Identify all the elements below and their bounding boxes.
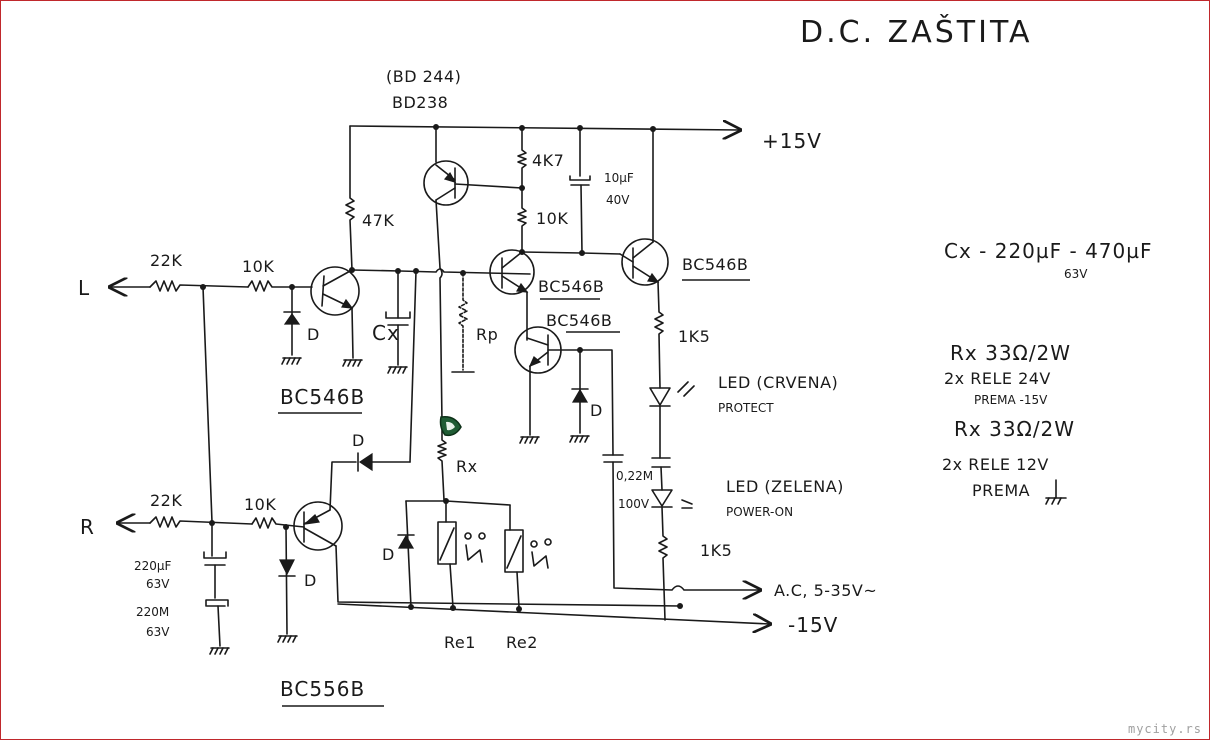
- resistor-47k-label: 47K: [362, 211, 394, 230]
- resistor-rp: [451, 272, 475, 373]
- input-left-label: L: [78, 276, 90, 300]
- diode-label-4: D: [304, 571, 317, 590]
- note-relay-12v: 2x RELE 12V: [942, 455, 1049, 474]
- transistor-q3: [514, 326, 614, 456]
- diode-label-5: D: [382, 545, 395, 564]
- c220a-value: 220µF: [134, 559, 172, 573]
- note-prema-1: PREMA -15V: [974, 393, 1048, 407]
- resistor-4k7-label: 4K7: [532, 151, 564, 170]
- divider-4k7-10k: [517, 127, 621, 256]
- q1-label: BC546B: [280, 385, 365, 409]
- left-input-chain: [110, 281, 313, 523]
- resistor-10k-mid-label: 10K: [536, 209, 568, 228]
- led-chain: [649, 281, 695, 621]
- rp-label: Rp: [476, 325, 498, 344]
- c220a-voltage: 63V: [146, 577, 170, 591]
- capacitor-022: [602, 454, 760, 590]
- transistor-q4: [619, 128, 669, 286]
- q3-label: BC546B: [546, 311, 612, 330]
- diode-label-2: D: [590, 401, 603, 420]
- c022-voltage: 100V: [618, 497, 650, 511]
- input-right-label: R: [80, 515, 95, 539]
- ground-symbol-note: [1045, 479, 1067, 505]
- c220b-voltage: 63V: [146, 625, 170, 639]
- note-rx-1: Rx 33Ω/2W: [950, 341, 1071, 365]
- c10uf-voltage: 40V: [606, 193, 630, 207]
- negative-rail: [337, 603, 770, 624]
- led-green-function: POWER-ON: [726, 505, 793, 519]
- note-rx-2: Rx 33Ω/2W: [954, 417, 1075, 441]
- transistor-q1: [310, 266, 363, 367]
- negative-supply-label: -15V: [788, 613, 838, 637]
- q5-label: BC556B: [280, 677, 365, 701]
- resistor-22k-left-label: 22K: [150, 251, 182, 270]
- resistor-47k: [345, 125, 355, 271]
- transistor-bd238: [423, 126, 523, 423]
- relay-2-label: Re2: [506, 633, 538, 652]
- positive-supply-label: +15V: [762, 129, 822, 153]
- title: D.C. ZAŠTITA: [800, 13, 1032, 50]
- led-red-function: PROTECT: [718, 401, 774, 415]
- c220b-value: 220M: [136, 605, 169, 619]
- resistor-10k-left-label: 10K: [242, 257, 274, 276]
- transistor-q2: [489, 249, 535, 341]
- relay-1-label: Re1: [444, 633, 476, 652]
- relay-section: [397, 421, 552, 612]
- q2-label: BC546B: [538, 277, 604, 296]
- capacitor-10uf: [569, 127, 591, 254]
- cursor-icon: [439, 415, 462, 437]
- led-green-label: LED (ZELENA): [726, 477, 844, 496]
- bd244-label: (BD 244): [386, 67, 461, 86]
- diode-label-3: D: [352, 431, 365, 450]
- note-cx-range: Cx - 220µF - 470µF: [944, 239, 1152, 263]
- transistor-q5: [293, 452, 683, 609]
- watermark: mycity.rs: [1127, 722, 1202, 736]
- rx-label: Rx: [456, 457, 478, 476]
- bd238-label: BD238: [392, 93, 448, 112]
- ac-input-label: A.C, 5-35V~: [774, 581, 877, 600]
- note-relay-24v: 2x RELE 24V: [944, 369, 1051, 388]
- resistor-22k-right-label: 22K: [150, 491, 182, 510]
- cx-label: Cx: [372, 321, 400, 345]
- resistor-1k5-bottom-label: 1K5: [700, 541, 732, 560]
- diode-label-1: D: [307, 325, 320, 344]
- resistor-10k-right-label: 10K: [244, 495, 276, 514]
- led-red-label: LED (CRVENA): [718, 373, 838, 392]
- q4-label: BC546B: [682, 255, 748, 274]
- right-input-chain: [118, 517, 305, 655]
- resistor-1k5-top-label: 1K5: [678, 327, 710, 346]
- c022-value: 0,22M: [616, 469, 653, 483]
- positive-rail: [349, 124, 740, 132]
- note-cx-voltage: 63V: [1064, 267, 1088, 281]
- c10uf-value: 10µF: [604, 171, 634, 185]
- note-prema-2: PREMA: [972, 481, 1030, 500]
